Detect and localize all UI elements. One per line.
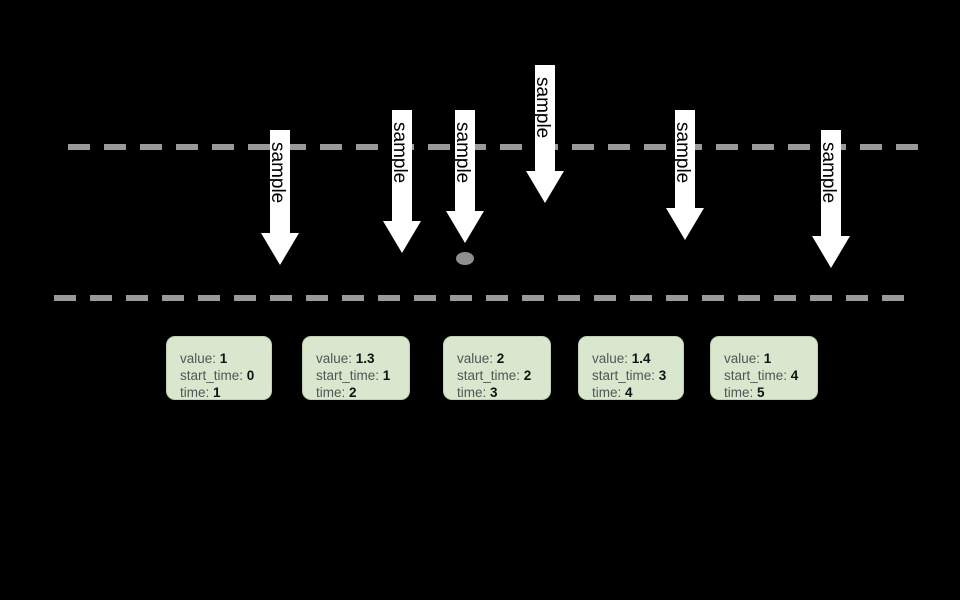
event-field: time: 2 [316,384,409,401]
arrow-glyph [526,65,564,203]
event-field-value: 2 [496,351,505,366]
event-field-value: 1 [382,368,391,383]
arrow-label-sample: sample [267,142,288,204]
event-field-label: start_time: [180,368,244,383]
event-field: start_time: 4 [724,367,817,384]
arrow-label-sample: sample [818,142,839,204]
event-field: start_time: 2 [457,367,550,384]
event-field-label: start_time: [457,368,521,383]
event-field-value: 3 [490,385,498,400]
sample-arrow [526,65,564,203]
event-field: time: 3 [457,384,550,401]
event-field-value: 5 [757,385,765,400]
arrow-label-sample: sample [452,122,473,184]
event-field-label: value: [592,351,629,366]
event-field-value: 1.3 [355,351,375,366]
sample-arrow [261,130,299,265]
event-field: start_time: 0 [180,367,271,384]
event-field: time: 5 [724,384,817,401]
event-field-value: 1 [213,385,221,400]
event-field: value: 1 [724,350,817,367]
arrow-glyph [446,110,484,243]
event-field-label: time: [724,385,754,400]
event-field-value: 1.4 [631,351,651,366]
event-field: value: 1.3 [316,350,409,367]
event-field: start_time: 3 [592,367,683,384]
event-field-label: value: [724,351,761,366]
event-field-label: time: [316,385,346,400]
arrow-glyph [666,110,704,240]
event-field-label: time: [180,385,210,400]
sample-arrow [446,110,484,243]
arrow-label-sample: sample [532,77,553,139]
event-field: start_time: 1 [316,367,409,384]
event-field-label: value: [457,351,494,366]
sample-arrow [383,110,421,253]
upper-stream-line [68,144,927,150]
event-field: time: 1 [180,384,271,401]
event-field-value: 1 [763,351,772,366]
event-field-value: 4 [790,368,799,383]
event-field-label: time: [592,385,622,400]
arrow-glyph [812,130,850,268]
arrow-glyph [383,110,421,253]
event-field: value: 1 [180,350,271,367]
sample-arrow [666,110,704,240]
event-field-value: 1 [219,351,228,366]
event-field: value: 1.4 [592,350,683,367]
event-field-value: 2 [349,385,357,400]
event-field: time: 4 [592,384,683,401]
arrow-glyph [261,130,299,265]
arrow-label-sample: sample [389,122,410,184]
sample-arrow [812,130,850,268]
event-field-value: 0 [246,368,255,383]
lower-stream-line [54,295,910,301]
event-field-label: value: [316,351,353,366]
event-field-label: time: [457,385,487,400]
event-field-label: start_time: [724,368,788,383]
arrow-label-sample: sample [672,122,693,184]
event-field-value: 3 [658,368,667,383]
event-field-label: value: [180,351,217,366]
event-field-label: start_time: [316,368,380,383]
event-field-label: start_time: [592,368,656,383]
event-field-value: 2 [523,368,532,383]
event-field: value: 2 [457,350,550,367]
event-field-value: 4 [625,385,633,400]
sample-result-dot [456,251,474,265]
